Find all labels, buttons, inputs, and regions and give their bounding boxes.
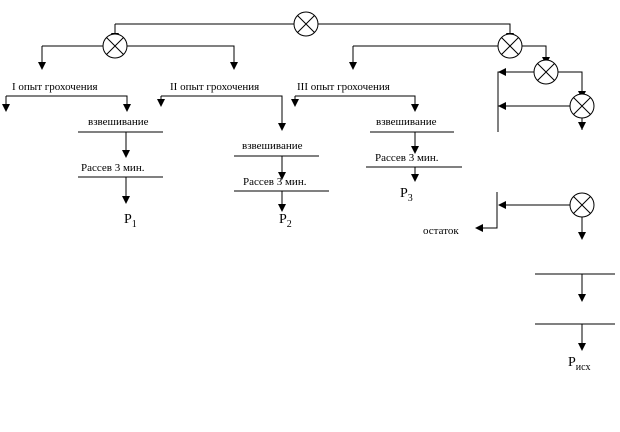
divider-right-2-icon xyxy=(533,59,559,85)
divider-left-icon xyxy=(102,33,128,59)
divider-top-icon xyxy=(293,11,319,37)
arrow-trial3-sieve xyxy=(411,146,419,154)
trial-1-weighing: взвешивание xyxy=(88,116,149,128)
arrow-trial1-weigh xyxy=(123,104,131,112)
arrow-final-1 xyxy=(578,232,586,240)
arrow-split-3 xyxy=(349,62,357,70)
trial-1-result: P1 xyxy=(124,212,137,230)
arrow-trial2-weigh xyxy=(278,123,286,131)
arrow-final-2 xyxy=(578,294,586,302)
trial-2-label: II опыт грохочения xyxy=(170,81,259,93)
remainder-label: остаток xyxy=(423,225,459,237)
flow-lines xyxy=(5,23,615,343)
arrow-trial3-discard xyxy=(291,99,299,107)
arrow-trial3-weigh xyxy=(411,104,419,112)
arrow-remainder-out xyxy=(475,224,483,232)
arrow-split-1 xyxy=(38,62,46,70)
arrow-trial3-result xyxy=(411,174,419,182)
arrow-trial2-result xyxy=(278,204,286,212)
arrow-remainder-in xyxy=(498,201,506,209)
arrow-split-2 xyxy=(230,62,238,70)
divider-right-icon xyxy=(497,33,523,59)
divider-right-4-icon xyxy=(569,192,595,218)
arrow-return-2 xyxy=(498,102,506,110)
trial-1-sieving: Рассев 3 мин. xyxy=(81,162,145,174)
divider-right-3-icon xyxy=(569,93,595,119)
arrow-trial1-result xyxy=(122,196,130,204)
trial-3-sieving: Рассев 3 мин. xyxy=(375,152,439,164)
arrow-trial1-sieve xyxy=(122,150,130,158)
final-result: Pисх xyxy=(568,355,590,373)
trial-2-weighing: взвешивание xyxy=(242,140,303,152)
arrow-trial2-sieve xyxy=(278,172,286,180)
arrow-return-1 xyxy=(498,68,506,76)
trial-2-result: P2 xyxy=(279,212,292,230)
arrow-to-chain xyxy=(578,122,586,130)
arrow-final-3 xyxy=(578,343,586,351)
arrow-trial2-discard xyxy=(157,99,165,107)
trial-2-sieving: Рассев 3 мин. xyxy=(243,176,307,188)
trial-1-label: I опыт грохочения xyxy=(12,81,98,93)
trial-3-result: P3 xyxy=(400,186,413,204)
trial-3-weighing: взвешивание xyxy=(376,116,437,128)
trial-3-label: III опыт грохочения xyxy=(297,81,390,93)
arrow-trial1-discard xyxy=(2,104,10,112)
